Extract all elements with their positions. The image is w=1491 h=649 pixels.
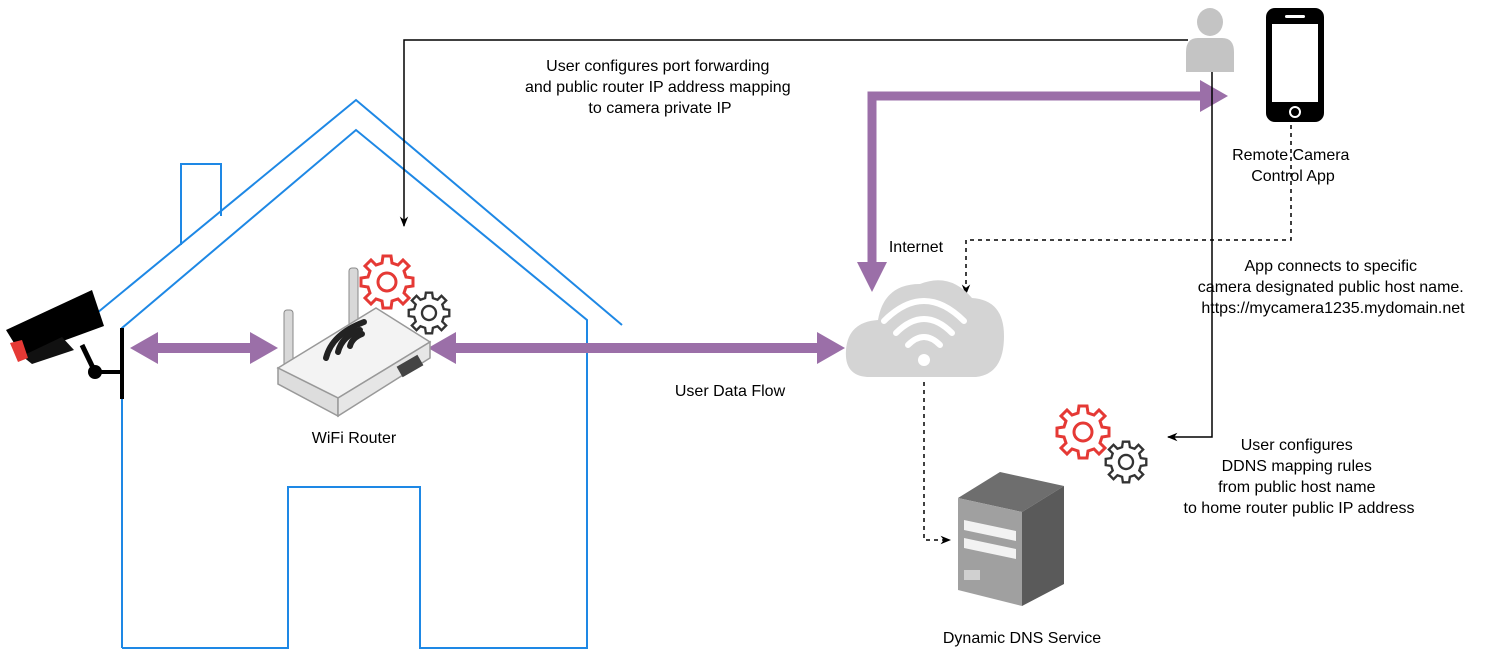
security-camera-icon xyxy=(6,290,124,399)
ddns-config-label: User configures DDNS mapping rules from … xyxy=(1184,437,1415,517)
wifi-router-icon xyxy=(276,267,432,418)
user-icon xyxy=(1186,8,1234,72)
app-connects-line-3: https://mycamera1235.mydomain.net xyxy=(1201,300,1465,317)
remote-app-line-2: Control App xyxy=(1251,168,1335,185)
user-data-flow-label: User Data Flow xyxy=(675,383,786,400)
data-flow-router-cloud xyxy=(428,332,845,364)
port-forwarding-line-2: and public router IP address mapping xyxy=(525,79,791,96)
data-flow-camera-router xyxy=(130,332,278,364)
ddns-config-line-1: User configures xyxy=(1241,437,1353,454)
remote-app-line-1: Remote Camera xyxy=(1232,147,1349,164)
house-outline xyxy=(96,98,623,649)
server-icon xyxy=(958,472,1064,606)
app-connects-line-2: camera designated public host name. xyxy=(1198,279,1464,296)
config-connector-router xyxy=(399,39,1188,228)
router-gear-red-icon xyxy=(359,254,415,310)
config-connector-ddns xyxy=(1166,70,1213,442)
ddns-gear-red-icon xyxy=(1055,404,1111,460)
dns-service-label: Dynamic DNS Service xyxy=(943,630,1101,647)
cloud-wifi-icon xyxy=(845,280,1004,377)
internet-label: Internet xyxy=(889,239,944,256)
wifi-router-label: WiFi Router xyxy=(312,430,397,447)
port-forwarding-label: User configures port forwarding and publ… xyxy=(525,58,795,117)
remote-app-label: Remote Camera Control App xyxy=(1232,147,1354,185)
ddns-gear-dark-icon xyxy=(1104,440,1148,484)
ddns-config-line-2: DDNS mapping rules xyxy=(1222,458,1372,475)
app-connects-line-1: App connects to specific xyxy=(1245,258,1418,275)
port-forwarding-line-3: to camera private IP xyxy=(588,100,731,117)
app-connects-label: App connects to specific camera designat… xyxy=(1198,258,1468,317)
dashed-connector-cloud-dns xyxy=(923,382,952,545)
router-gear-dark-icon xyxy=(407,291,451,335)
ddns-config-line-4: to home router public IP address xyxy=(1184,500,1415,517)
data-flow-cloud-app xyxy=(857,80,1228,292)
smartphone-icon xyxy=(1266,8,1324,122)
port-forwarding-line-1: User configures port forwarding xyxy=(546,58,769,75)
dashed-connector-app-cloud xyxy=(961,125,1292,296)
ddns-config-line-3: from public host name xyxy=(1218,479,1376,496)
